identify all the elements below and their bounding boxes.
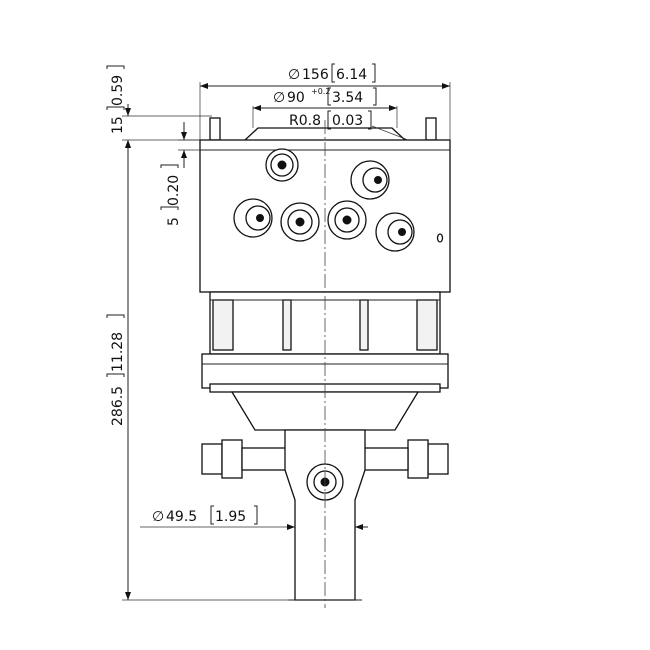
dim-radius-imperial: 0.03: [332, 113, 363, 129]
dim-outer-diameter: ∅ 156 6.14: [199, 63, 451, 140]
hydraulic-fitting-6: [375, 212, 415, 252]
small-hole-icon: [436, 233, 444, 243]
dim-top-offset-metric: 15: [110, 116, 126, 134]
dim-radius: R0.8 0.03: [289, 110, 409, 141]
dim-outer-metric: 156: [302, 67, 329, 83]
side-fitting-left: [201, 439, 288, 479]
dim-top-offset-imperial: 0.59: [110, 75, 126, 106]
hydraulic-fitting-4: [280, 202, 320, 242]
dim-step-imperial: 0.20: [166, 175, 182, 206]
dim-outer-imperial: 6.14: [336, 67, 367, 83]
dim-step-metric: 5: [166, 217, 182, 226]
side-fitting-right: [362, 439, 449, 479]
dim-bore-symbol: ∅: [273, 90, 285, 106]
hydraulic-fitting-5: [327, 200, 367, 240]
dim-overall-height: 286.5 11.28: [106, 140, 290, 601]
dim-top-offset: 15 0.59: [106, 65, 212, 150]
lower-flange: [201, 353, 449, 389]
dim-shaft-metric: 49.5: [166, 509, 197, 525]
hydraulic-fitting-2: [350, 160, 390, 200]
dim-height-metric: 286.5: [110, 386, 126, 426]
hydraulic-fitting-3: [233, 198, 273, 238]
dim-radius-metric: R0.8: [289, 113, 321, 129]
dim-bore-diameter: ∅ 90 +0.2 3.54: [252, 87, 398, 128]
dim-outer-symbol: ∅: [288, 67, 300, 83]
dim-height-imperial: 11.28: [110, 332, 126, 372]
dim-shaft-diameter: ∅ 49.5 1.95: [140, 505, 368, 530]
dim-bore-tolerance: +0.2: [311, 87, 330, 96]
dim-step-height: 5 0.20: [160, 122, 200, 226]
hydraulic-fitting-1: [265, 148, 299, 182]
dim-bore-imperial: 3.54: [332, 90, 363, 106]
dim-bore-metric: 90: [287, 90, 305, 106]
top-pin-right: [425, 117, 437, 141]
top-pin-left: [209, 117, 221, 141]
dim-shaft-symbol: ∅: [152, 509, 164, 525]
dim-shaft-imperial: 1.95: [215, 509, 246, 525]
